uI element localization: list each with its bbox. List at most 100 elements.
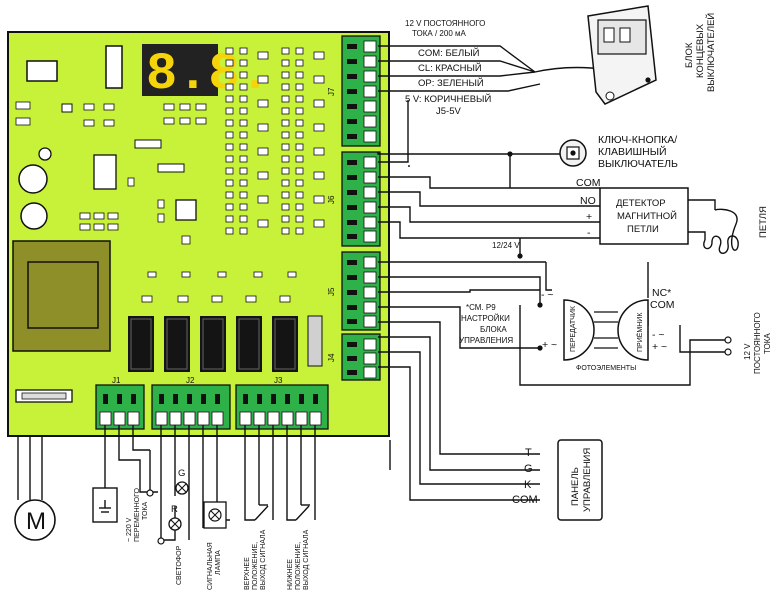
component-pads	[15, 47, 325, 303]
relay-2	[164, 316, 190, 372]
fuse	[21, 392, 67, 400]
transmitter-icon	[563, 299, 595, 361]
photocell-note-4: УПРАВЛЕНИЯ	[459, 336, 513, 345]
capacitor-3	[20, 202, 48, 230]
relay-1	[128, 316, 154, 372]
photocell-rx-minus: - ~	[652, 329, 665, 341]
signal-lamp-2: ЛАМПА	[215, 550, 222, 575]
switch-contacts	[254, 504, 310, 521]
chip-mid	[93, 154, 117, 190]
relay-4	[236, 316, 262, 372]
chip-small-c	[157, 163, 185, 173]
relay-3	[200, 316, 226, 372]
connector-j3-label: J3	[274, 376, 283, 385]
wire-label-j5: J5-5V	[436, 106, 461, 117]
capacitor-icon	[92, 487, 118, 523]
detector-supply: 12/24 V	[492, 241, 520, 250]
upper-pos-3: ВЫХОД СИГНАЛА	[260, 529, 267, 590]
photocell-com: COM	[650, 299, 675, 311]
chip-small-a	[61, 103, 73, 113]
limit-block-label-3: ВЫКЛЮЧАТЕЛЕЙ	[705, 13, 717, 92]
detector-terminal-com: COM	[576, 177, 601, 189]
panel-label-2: УПРАВЛЕНИЯ	[582, 448, 593, 512]
key-switch-label-3: ВЫКЛЮЧАТЕЛЬ	[598, 158, 678, 170]
lamp-g-label: G	[178, 468, 185, 479]
panel-terminal-g: G	[524, 463, 533, 475]
photocell-nc: NC*	[652, 287, 671, 299]
connector-j4-label: J4	[327, 353, 336, 362]
photocell-caption: ФОТОЭЛЕМЕНТЫ	[576, 365, 636, 372]
signal-lamp-icon	[203, 501, 227, 529]
detector-label-1: ДЕТЕКТОР	[616, 198, 666, 209]
seven-seg-display	[142, 44, 218, 96]
loop-coil-icon	[688, 199, 739, 254]
capacitor-2	[18, 164, 48, 194]
ac-supply-3: ТОКА	[142, 502, 149, 520]
terminal-circles	[724, 336, 732, 356]
connector-j6-label: J6	[327, 195, 336, 204]
ac-terminals	[146, 489, 165, 545]
photocell-note-1: *СМ. P9	[466, 303, 496, 312]
pin-header	[307, 315, 323, 367]
upper-pos-2: ПОЛОЖЕНИЕ,	[252, 542, 259, 590]
connector-j1-label: J1	[112, 376, 121, 385]
lamp-g-icon	[175, 481, 189, 495]
upper-pos-1: ВЕРХНЕЕ	[244, 557, 251, 590]
lower-pos-1: НИЖНЕЕ	[287, 559, 294, 590]
lower-pos-2: ПОЛОЖЕНИЕ,	[295, 542, 302, 590]
panel-terminal-com: COM	[512, 494, 538, 506]
ac-supply-2: ПЕРЕМЕННОГО	[134, 488, 141, 542]
limit-switch-block	[587, 5, 657, 105]
connector-j2-label: J2	[186, 376, 195, 385]
detector-terminal-minus: -	[587, 227, 591, 239]
ac-supply-1: ~ 220 V	[126, 517, 133, 542]
traffic-light-label: СВЕТОФОР	[176, 545, 183, 585]
motor-icon	[14, 499, 56, 541]
terminal-connector-j3	[235, 384, 329, 430]
control-panel-box	[557, 439, 603, 521]
photocell-note-3: БЛОКА	[480, 325, 507, 334]
detector-label-3: ПЕТЛИ	[627, 224, 659, 235]
beam-lines	[594, 311, 618, 349]
terminal-connector-j1	[95, 384, 145, 430]
photocell-power-3: ТОКА	[763, 333, 772, 354]
capacitor-1	[38, 147, 52, 161]
wire-label-cl: CL: КРАСНЫЙ	[418, 62, 482, 74]
seven-seg-digits: 8.8.	[146, 45, 271, 104]
wires-bottom	[17, 425, 316, 541]
top-note-line1: 12 V ПОСТОЯННОГО	[405, 19, 485, 28]
transmitter-label: ПЕРЕДАТЧИК	[570, 305, 577, 352]
detector-terminal-plus: +	[586, 211, 592, 223]
wire-label-5v: 5 V: КОРИЧНЕВЫЙ	[405, 93, 491, 105]
wire-label-com: COM: БЕЛЫЙ	[418, 47, 480, 59]
key-switch-label-2: КЛАВИШНЫЙ	[598, 145, 667, 158]
chip-square	[175, 199, 197, 221]
wires-right	[377, 45, 728, 501]
connector-pin-dots	[347, 44, 357, 375]
photocell-note-2: НАСТРОЙКИ	[461, 314, 510, 323]
control-board: 8.8.	[7, 31, 390, 437]
photocell-tx-minus: - ~	[541, 289, 554, 301]
board-outline	[7, 31, 390, 437]
chip-small-b	[134, 139, 162, 149]
panel-terminal-k: K	[524, 479, 532, 491]
relay-5	[272, 316, 298, 372]
photocell-power-2: ПОСТОЯННОГО	[753, 312, 762, 374]
chip-top-left	[26, 60, 58, 82]
photocell-tx-plus: + ~	[542, 339, 557, 351]
detector-terminal-no: NO	[580, 195, 596, 207]
motor-label: M	[26, 508, 46, 535]
relay-small	[105, 45, 123, 89]
lamp-r-label: R	[171, 504, 178, 515]
photocell-power-1: 12 V	[743, 343, 752, 360]
wire-label-op: OP: ЗЕЛЕНЫЙ	[418, 77, 484, 89]
key-switch-icon	[559, 139, 587, 167]
receiver-label: ПРИЁМНИК	[636, 312, 644, 352]
limit-block-label-1: БЛОК	[684, 42, 695, 68]
junction-dots	[507, 151, 543, 351]
detector-label-2: МАГНИТНОЙ	[617, 210, 677, 222]
loop-detector-box	[599, 187, 689, 245]
connector-j5-label: J5	[327, 287, 336, 296]
lower-pos-3: ВЫХОД СИГНАЛА	[303, 529, 310, 590]
